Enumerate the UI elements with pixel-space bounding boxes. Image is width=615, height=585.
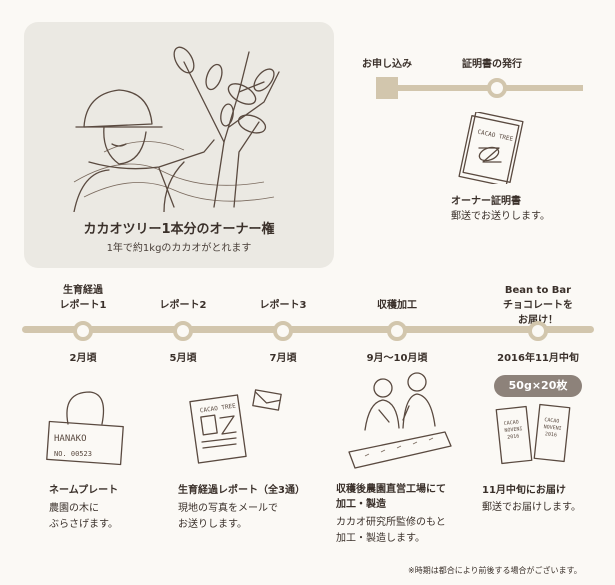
top-timeline-dot-certificate [487,78,507,98]
top-timeline-start-marker [376,77,398,99]
package-left-text: CACAONOVENI2016 [503,419,523,441]
plate-name-text: HANAKO [54,434,87,444]
main-timeline-line [22,326,594,333]
timeline-dot-4 [387,321,407,341]
hero-card: カカオツリー1本分のオーナー権 1年で約1kgのカカオがとれます [24,22,334,268]
step4-date: 9月〜10月頃 [366,353,428,364]
chocolate-package-icon: CACAONOVENI2016 CACAONOVENI2016 [495,403,571,465]
step-certificate-label: 証明書の発行 [462,59,522,70]
step5-date: 2016年11月中旬 [497,353,579,364]
item-report-desc: 現地の写真をメールで お送りします。 [178,503,278,530]
step-application-label: お申し込み [362,59,412,70]
item-processing-title: 収穫後農園直営工場にて 加工・製造 [336,484,446,510]
step1-date: 2月頃 [69,353,97,364]
timeline-dot-3 [273,321,293,341]
hero-subtitle: 1年で約1kgのカカオがとれます [106,243,252,254]
step4-label: 収穫加工 [377,300,417,311]
factory-workers-icon [348,372,452,469]
quantity-badge: 50g×20枚 [494,375,582,397]
step2-date: 5月頃 [169,353,197,364]
item-nameplate-title: ネームプレート [49,485,119,496]
hero-title: カカオツリー1本分のオーナー権 [83,222,275,237]
certificate-desc: 郵送でお送りします。 [451,211,550,222]
step5-label: Bean to Bar チョコレートをお届け！ [503,285,573,326]
certificate-title: オーナー証明書 [451,196,521,207]
timeline-dot-2 [173,321,193,341]
item-processing-desc: カカオ研究所監修のもと 加工・製造します。 [336,517,446,544]
step3-label: レポート3 [259,300,307,311]
item-nameplate-desc: 農園の木に ぶらさげます。 [49,503,118,530]
cacao-tree-farmer-illustration [73,46,280,212]
item-delivery-desc: 郵送でお届けします。 [482,502,581,513]
timeline-dot-1 [73,321,93,341]
footnote: ※時期は都合により前後する場合がございます。 [408,566,582,575]
certificate-card-text: CACAO TREE [477,129,514,143]
plate-no-text: NO. 00523 [54,450,92,458]
item-delivery-title: 11月中旬にお届け [482,485,566,496]
step3-date: 7月頃 [269,353,297,364]
timeline-dot-5 [528,321,548,341]
report-card-text: CACAO TREE [199,402,236,414]
package-right-text: CACAONOVENI2016 [543,417,563,439]
step2-label: レポート2 [159,300,207,311]
top-timeline-line [378,85,583,91]
report-icon: CACAO TREE [189,389,282,464]
item-report-title: 生育経過レポート（全3通） [178,485,305,496]
step1-label: 生育経過 レポート1 [59,285,107,311]
certificate-icon: CACAO TREE [458,112,524,184]
name-plate-icon: HANAKO NO. 00523 [46,391,124,466]
